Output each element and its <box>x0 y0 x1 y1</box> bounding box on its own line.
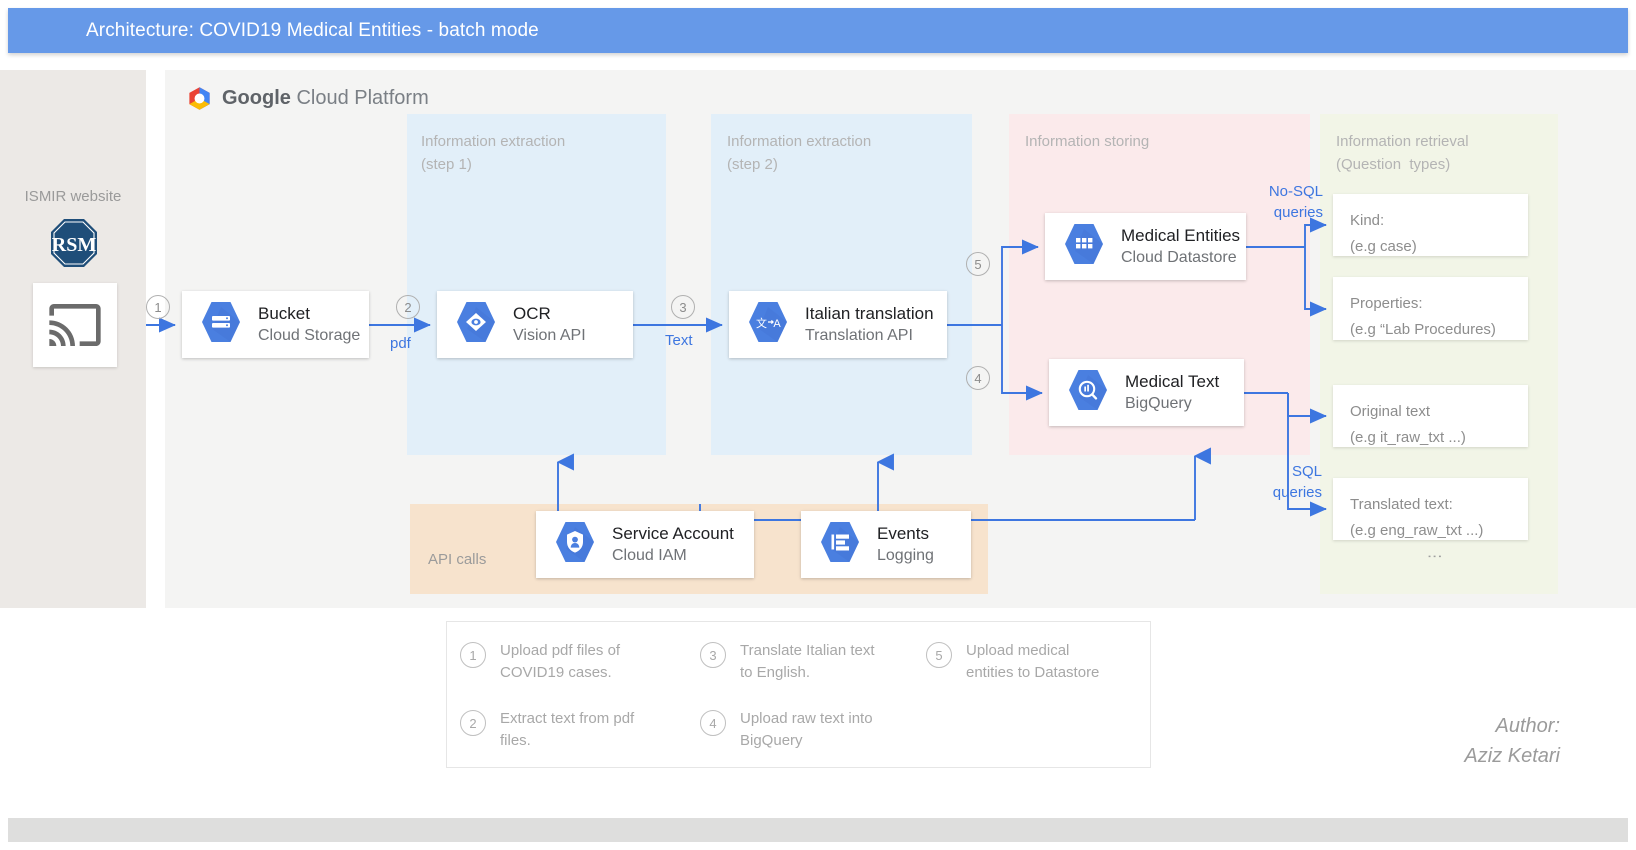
legend-text: Upload pdf files of COVID19 cases. <box>500 642 621 681</box>
legend-badge: 3 <box>700 642 726 668</box>
svg-text:文: 文 <box>756 316 767 330</box>
author-label: Author: <box>1495 715 1560 737</box>
step-badge-1: 1 <box>146 295 170 319</box>
zone-label-step2: Information extraction (step 2) <box>727 133 872 173</box>
svg-text:A: A <box>773 318 781 330</box>
retrieval-box-properties[interactable]: Properties: (e.g “Lab Procedures) <box>1333 277 1528 340</box>
retrieval-line1: Original text <box>1350 403 1431 420</box>
step-badge-3: 3 <box>671 295 695 319</box>
retrieval-line1: Kind: <box>1350 212 1385 229</box>
service-product: Cloud IAM <box>612 546 687 564</box>
retrieval-box-translated-text[interactable]: Translated text: (e.g eng_raw_txt ...) <box>1333 478 1528 540</box>
step-badge-4: 4 <box>966 366 990 390</box>
gcp-wordmark: Google Cloud Platform <box>222 86 429 109</box>
flow-label-sql: SQL queries <box>1272 463 1322 501</box>
service-card-medical-text[interactable]: Medical Text BigQuery <box>1049 359 1244 426</box>
datastore-icon <box>1061 223 1107 270</box>
service-name: Medical Text <box>1125 371 1220 391</box>
service-product: Vision API <box>513 326 586 344</box>
legend-badge: 1 <box>460 642 486 668</box>
zone-label-storing: Information storing <box>1025 133 1150 150</box>
retrieval-box-original-text[interactable]: Original text (e.g it_raw_txt ...) <box>1333 385 1528 447</box>
footer-bar <box>8 818 1628 842</box>
service-card-events[interactable]: Events Logging <box>801 511 971 578</box>
logging-icon <box>817 521 863 568</box>
retrieval-line1: Translated text: <box>1350 496 1453 513</box>
legend-badge: 2 <box>460 710 486 736</box>
retrieval-line2: (e.g eng_raw_txt ...) <box>1350 522 1484 539</box>
service-name: Bucket <box>258 303 310 323</box>
service-product: Logging <box>877 546 934 564</box>
service-product: Cloud Storage <box>258 326 361 344</box>
zone-information-extraction-step2 <box>711 114 972 455</box>
retrieval-line2: (e.g “Lab Procedures) <box>1350 321 1496 338</box>
cast-screen-icon <box>33 283 117 367</box>
service-name: Events <box>877 523 929 543</box>
legend-text: Upload raw text into BigQuery <box>740 710 873 749</box>
service-product: BigQuery <box>1125 394 1192 412</box>
title-bar: Architecture: COVID19 Medical Entities -… <box>8 8 1628 53</box>
service-name: Service Account <box>612 523 734 543</box>
retrieval-line2: (e.g it_raw_txt ...) <box>1350 429 1466 446</box>
legend-item-3: 3 Translate Italian text to English. <box>700 640 875 684</box>
legend-item-1: 1 Upload pdf files of COVID19 cases. <box>460 640 620 684</box>
legend-text: Translate Italian text to English. <box>740 642 875 681</box>
legend-item-2: 2 Extract text from pdf files. <box>460 708 634 752</box>
zone-label-step1: Information extraction (step 1) <box>421 133 566 173</box>
service-name: Medical Entities <box>1121 225 1241 245</box>
retrieval-line1: Properties: <box>1350 295 1423 312</box>
cloud-iam-icon <box>552 521 598 568</box>
svg-text:RSM: RSM <box>52 234 97 256</box>
retrieval-box-kind[interactable]: Kind: (e.g case) <box>1333 194 1528 256</box>
retrieval-line2: (e.g case) <box>1350 238 1417 255</box>
service-card-ocr[interactable]: OCR Vision API <box>437 291 633 358</box>
service-card-service-account[interactable]: Service Account Cloud IAM <box>536 511 754 578</box>
google-cloud-platform-logo: Google Cloud Platform <box>186 84 429 112</box>
ismir-octagon-logo: RSM <box>51 219 97 267</box>
service-card-bucket[interactable]: Bucket Cloud Storage <box>182 291 369 358</box>
vision-api-icon <box>453 301 499 348</box>
legend-panel <box>446 621 1151 768</box>
step-badge-2: 2 <box>396 295 420 319</box>
flow-label-text: Text <box>665 332 693 349</box>
service-card-medical-entities[interactable]: Medical Entities Cloud Datastore <box>1045 213 1246 280</box>
legend-item-5: 5 Upload medical entities to Datastore <box>926 640 1099 684</box>
bigquery-icon <box>1065 369 1111 416</box>
service-name: OCR <box>513 303 551 323</box>
sidebar-title: ISMIR website <box>24 188 122 205</box>
author-credit: Author: Aziz Ketari <box>1330 711 1560 771</box>
page-title: Architecture: COVID19 Medical Entities -… <box>86 20 539 41</box>
legend-item-4: 4 Upload raw text into BigQuery <box>700 708 873 752</box>
flow-label-pdf: pdf <box>390 335 411 352</box>
zone-label-retrieval: Information retrieval (Question types) <box>1336 133 1469 173</box>
zone-information-extraction-step1 <box>407 114 666 455</box>
legend-badge: 4 <box>700 710 726 736</box>
retrieval-more-ellipsis: ⋮ <box>1426 549 1443 566</box>
gcp-hex-icon <box>189 86 210 110</box>
service-product: Cloud Datastore <box>1121 248 1237 266</box>
zone-label-api-calls: API calls <box>428 551 487 568</box>
legend-badge: 5 <box>926 642 952 668</box>
step-badge-5: 5 <box>966 252 990 276</box>
service-name: Italian translation <box>805 303 934 323</box>
flow-label-nosql: No-SQL queries <box>1268 183 1323 221</box>
legend-text: Upload medical entities to Datastore <box>966 642 1100 681</box>
service-card-translation[interactable]: 文 A Italian translation Translation API <box>729 291 947 358</box>
legend-text: Extract text from pdf files. <box>500 710 635 749</box>
cloud-storage-icon <box>198 301 244 348</box>
service-product: Translation API <box>805 326 913 344</box>
author-name: Aziz Ketari <box>1464 745 1560 767</box>
translation-api-icon: 文 A <box>745 301 791 348</box>
